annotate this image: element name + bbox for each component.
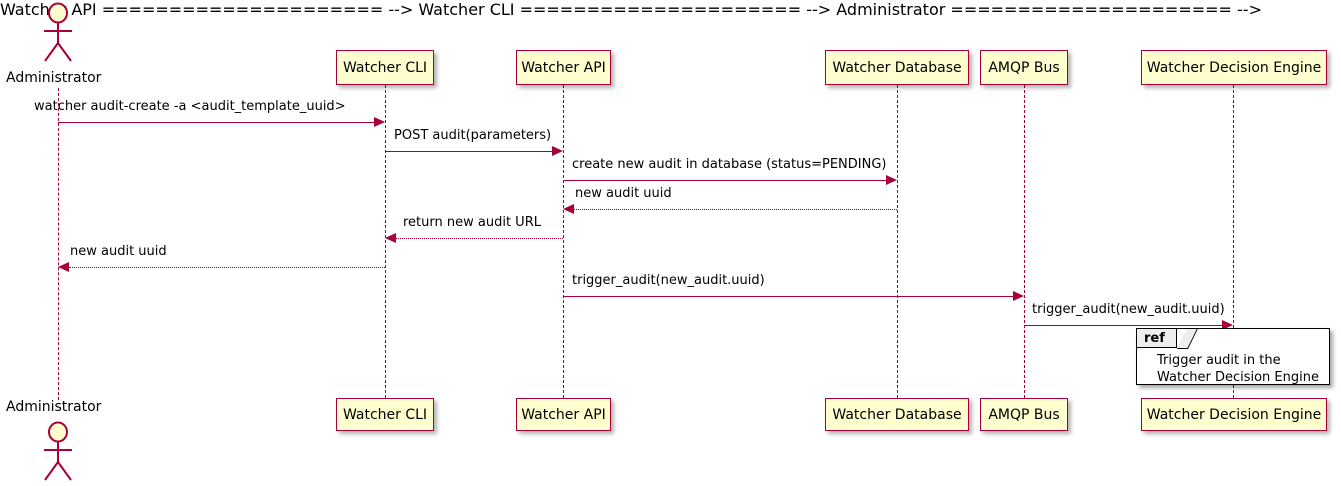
message-label-2: POST audit(parameters) xyxy=(394,128,552,143)
lifeline-amqp-bus xyxy=(1024,85,1025,398)
participant-label: Watcher Database xyxy=(832,406,962,423)
message-arrowhead-8 xyxy=(1222,320,1233,330)
message-label-6: new audit uuid xyxy=(70,244,167,259)
participant-label: Watcher Decision Engine xyxy=(1146,406,1322,423)
participant-label: AMQP Bus xyxy=(988,59,1060,76)
participant-label: Watcher API xyxy=(521,406,606,423)
ref-fragment-tab-notch xyxy=(1177,329,1198,349)
message-arrowhead-5 xyxy=(385,233,396,243)
message-arrowhead-6 xyxy=(58,262,69,272)
lifeline-watcher-api xyxy=(563,85,564,398)
participant-label: Watcher CLI xyxy=(342,59,428,76)
participant-label: Watcher CLI xyxy=(342,406,428,423)
actor-label-administrator-top: Administrator xyxy=(6,70,102,86)
participant-watcher-decision-engine-bottom[interactable]: Watcher Decision Engine xyxy=(1141,398,1327,431)
participant-watcher-cli-top[interactable]: Watcher CLI xyxy=(336,50,434,85)
message-line-4 xyxy=(574,209,897,210)
message-label-5: return new audit URL xyxy=(403,215,541,230)
message-line-1 xyxy=(58,122,374,123)
participant-watcher-database-top[interactable]: Watcher Database xyxy=(825,50,969,85)
participant-watcher-decision-engine-top[interactable]: Watcher Decision Engine xyxy=(1141,50,1327,85)
ref-fragment-tab: ref xyxy=(1137,329,1177,348)
message-arrowhead-3 xyxy=(886,175,897,185)
participant-label: Watcher Decision Engine xyxy=(1146,59,1322,76)
message-line-3 xyxy=(563,180,886,181)
message-label-1: watcher audit-create -a <audit_template_… xyxy=(34,99,346,114)
participant-watcher-database-bottom[interactable]: Watcher Database xyxy=(825,398,969,431)
ref-fragment-line-2: Watcher Decision Engine xyxy=(1157,370,1319,385)
participant-amqp-bus-top[interactable]: AMQP Bus xyxy=(980,50,1068,85)
message-line-8 xyxy=(1024,325,1222,326)
lifeline-watcher-decision-engine xyxy=(1233,85,1234,398)
actor-figure-icon xyxy=(44,421,72,481)
message-arrowhead-7 xyxy=(1013,291,1024,301)
actor-label-administrator-bottom: Administrator xyxy=(6,399,102,415)
lifeline-watcher-database xyxy=(897,85,898,398)
ref-fragment-tab-label: ref xyxy=(1144,330,1165,346)
participant-label: Watcher Database xyxy=(832,59,962,76)
message-arrowhead-1 xyxy=(374,117,385,127)
message-label-4: new audit uuid xyxy=(575,186,672,201)
participant-watcher-api-top[interactable]: Watcher API xyxy=(516,50,611,85)
participant-amqp-bus-bottom[interactable]: AMQP Bus xyxy=(980,398,1068,431)
message-arrowhead-4 xyxy=(563,204,574,214)
message-arrowhead-2 xyxy=(552,146,563,156)
message-label-8: trigger_audit(new_audit.uuid) xyxy=(1032,302,1225,317)
ref-fragment-line-1: Trigger audit in the xyxy=(1157,353,1281,368)
participant-label: AMQP Bus xyxy=(988,406,1060,423)
message-line-6 xyxy=(69,267,385,268)
message-label-7: trigger_audit(new_audit.uuid) xyxy=(572,273,765,288)
actor-administrator-bottom[interactable] xyxy=(34,421,82,483)
message-line-2 xyxy=(385,151,552,152)
ref-fragment: ref Trigger audit in the Watcher Decisio… xyxy=(1136,328,1330,385)
message-label-3: create new audit in database (status=PEN… xyxy=(572,157,887,172)
message-line-5 xyxy=(396,238,563,239)
participant-label: Watcher API xyxy=(521,59,606,76)
actor-administrator-top[interactable] xyxy=(34,2,82,64)
message-line-7 xyxy=(563,296,1013,297)
lifeline-administrator xyxy=(58,88,59,400)
participant-watcher-api-bottom[interactable]: Watcher API xyxy=(516,398,611,431)
actor-figure-icon xyxy=(44,2,72,62)
participant-watcher-cli-bottom[interactable]: Watcher CLI xyxy=(336,398,434,431)
